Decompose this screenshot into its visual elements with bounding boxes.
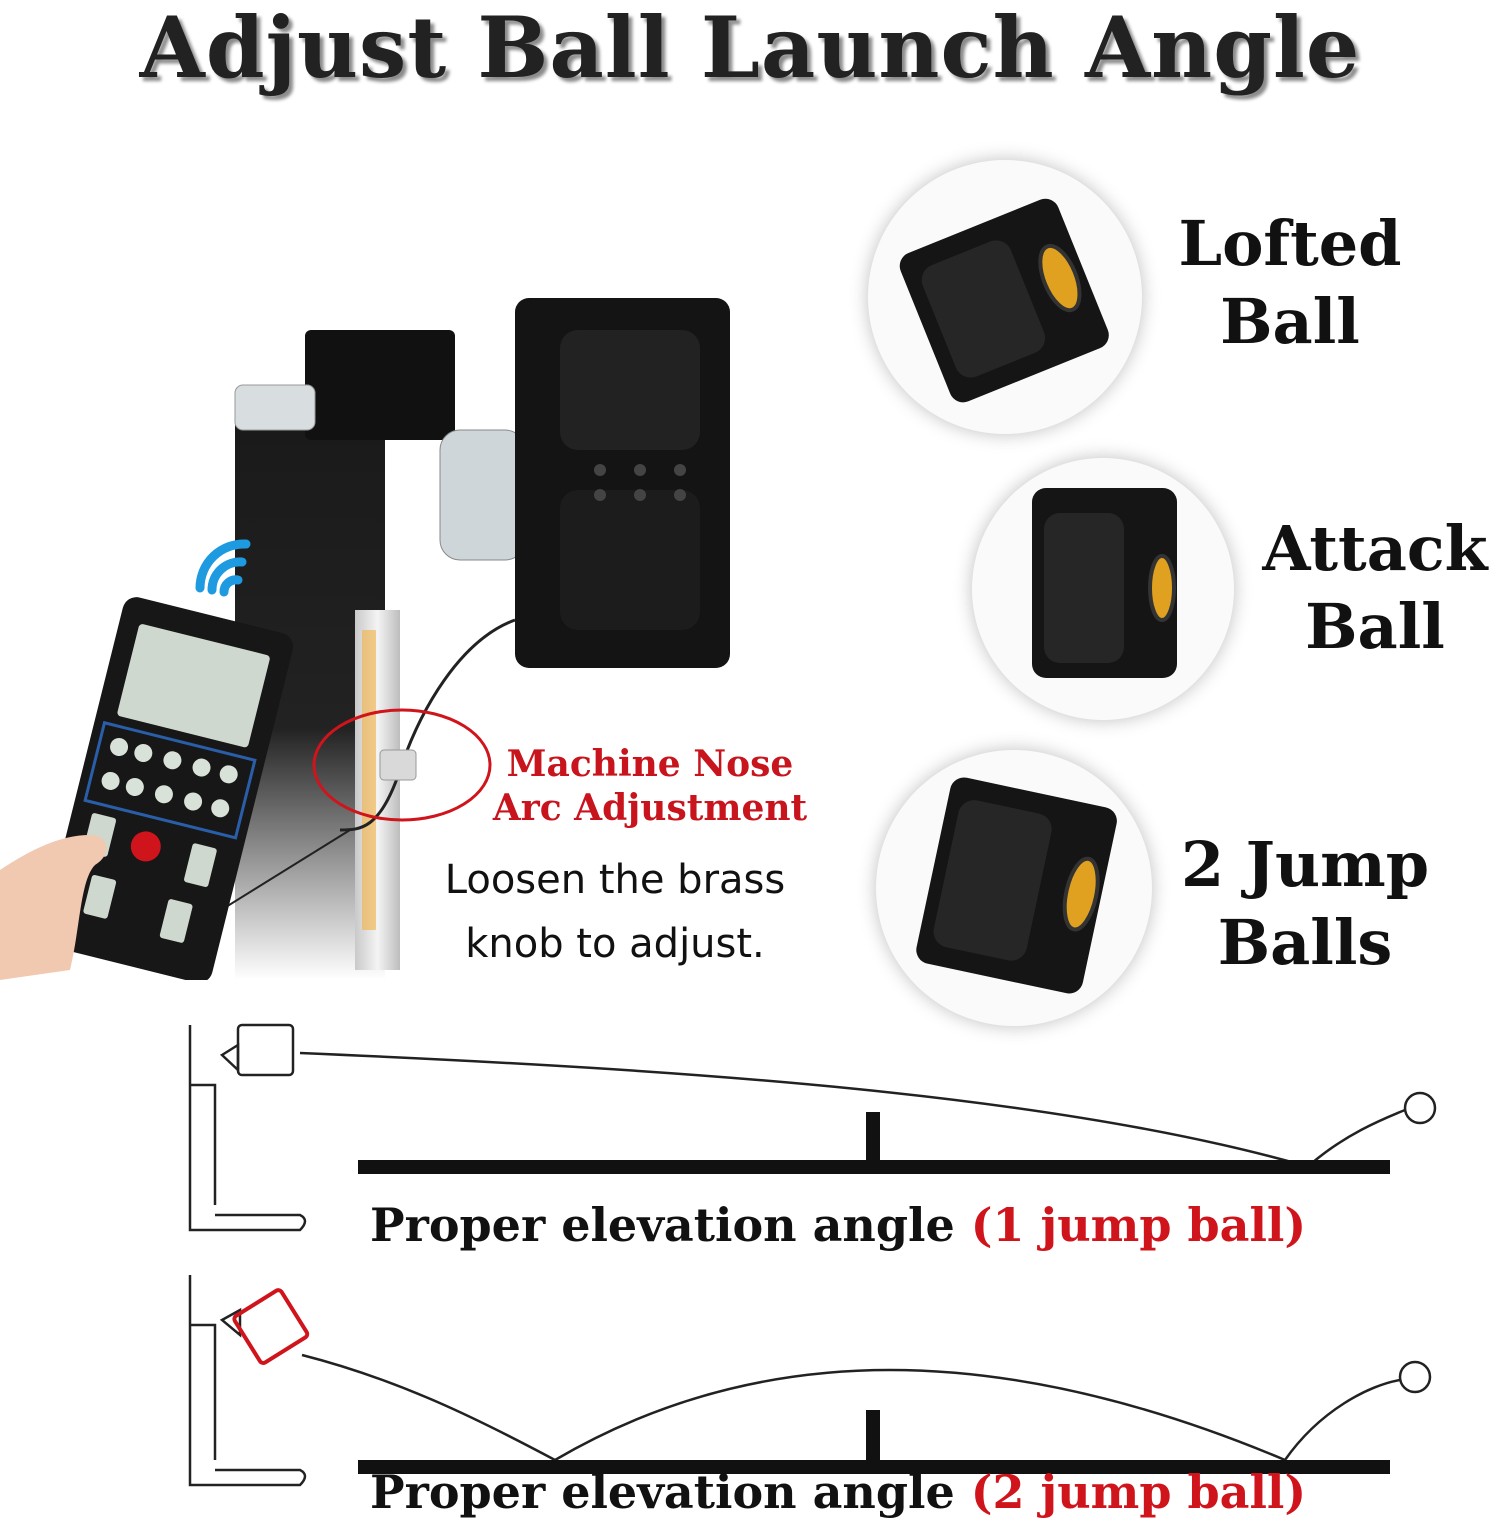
power-button-icon: [130, 831, 161, 862]
attack-ball-circle: [972, 458, 1234, 720]
machine-outline-2: [188, 1275, 307, 1487]
adjustment-note-line1: Loosen the brass: [444, 857, 786, 903]
brass-knob: [379, 749, 417, 781]
remote-control: [42, 597, 294, 980]
lofted-ball-circle: [868, 160, 1142, 434]
trajectory-diagram-1: [188, 1023, 1437, 1232]
machine-outline-1: [188, 1023, 307, 1232]
caption-highlight-2: (2 jump ball): [970, 1465, 1307, 1519]
ball-trajectory-1: [299, 1051, 1296, 1165]
adjustment-highlight-ellipse: [312, 708, 492, 822]
mode-label-two-jump: 2 Jump Balls: [1165, 826, 1445, 982]
motor-housing: [305, 330, 455, 440]
two-jump-balls-circle: [876, 750, 1152, 1026]
mode-label-lofted-line1: Lofted: [1178, 207, 1402, 280]
clear-cylinder: [234, 384, 316, 431]
caption-highlight-1: (1 jump ball): [970, 1198, 1307, 1252]
machine-neck: [439, 429, 526, 561]
mode-label-two-jump-line1: 2 Jump: [1180, 828, 1430, 901]
caption-text-2: Proper elevation angle: [370, 1465, 971, 1519]
mode-label-attack-line1: Attack: [1262, 512, 1488, 585]
remote-lcd: [117, 624, 270, 748]
wifi-icon: [195, 539, 251, 597]
mode-label-lofted: Lofted Ball: [1150, 205, 1430, 361]
ball-icon-2: [1398, 1360, 1432, 1394]
table-net-2: [866, 1410, 880, 1462]
trajectory-diagram-2: [188, 1275, 1432, 1487]
adjustment-label: Machine Nose Arc Adjustment: [490, 742, 810, 830]
ball-trajectory-2: [301, 1353, 556, 1462]
caption-text-1: Proper elevation angle: [370, 1198, 971, 1252]
caption-diagram-1: Proper elevation angle (1 jump ball): [370, 1195, 1306, 1255]
table-surface-1: [358, 1160, 1390, 1174]
mode-label-lofted-line2: Ball: [1220, 285, 1360, 358]
pointing-hand: [0, 835, 107, 980]
mode-label-two-jump-line2: Balls: [1217, 906, 1393, 979]
mode-label-attack-line2: Ball: [1305, 590, 1445, 663]
robot-machine-illustration: [0, 298, 730, 980]
caption-diagram-2: Proper elevation angle (2 jump ball): [370, 1462, 1306, 1522]
table-net-1: [866, 1112, 880, 1162]
mode-label-attack: Attack Ball: [1250, 510, 1500, 666]
adjustment-label-line1: Machine Nose: [506, 743, 794, 785]
table-surface-2: [358, 1460, 1390, 1474]
page-title: Adjust Ball Launch Angle: [139, 0, 1361, 97]
red-nose-tilted: [232, 1288, 310, 1365]
adjustment-note-line2: knob to adjust.: [465, 921, 765, 967]
ball-icon-1: [1403, 1091, 1437, 1125]
adjustment-label-line2: Arc Adjustment: [492, 787, 808, 829]
adjustment-note: Loosen the brass knob to adjust.: [420, 848, 810, 976]
